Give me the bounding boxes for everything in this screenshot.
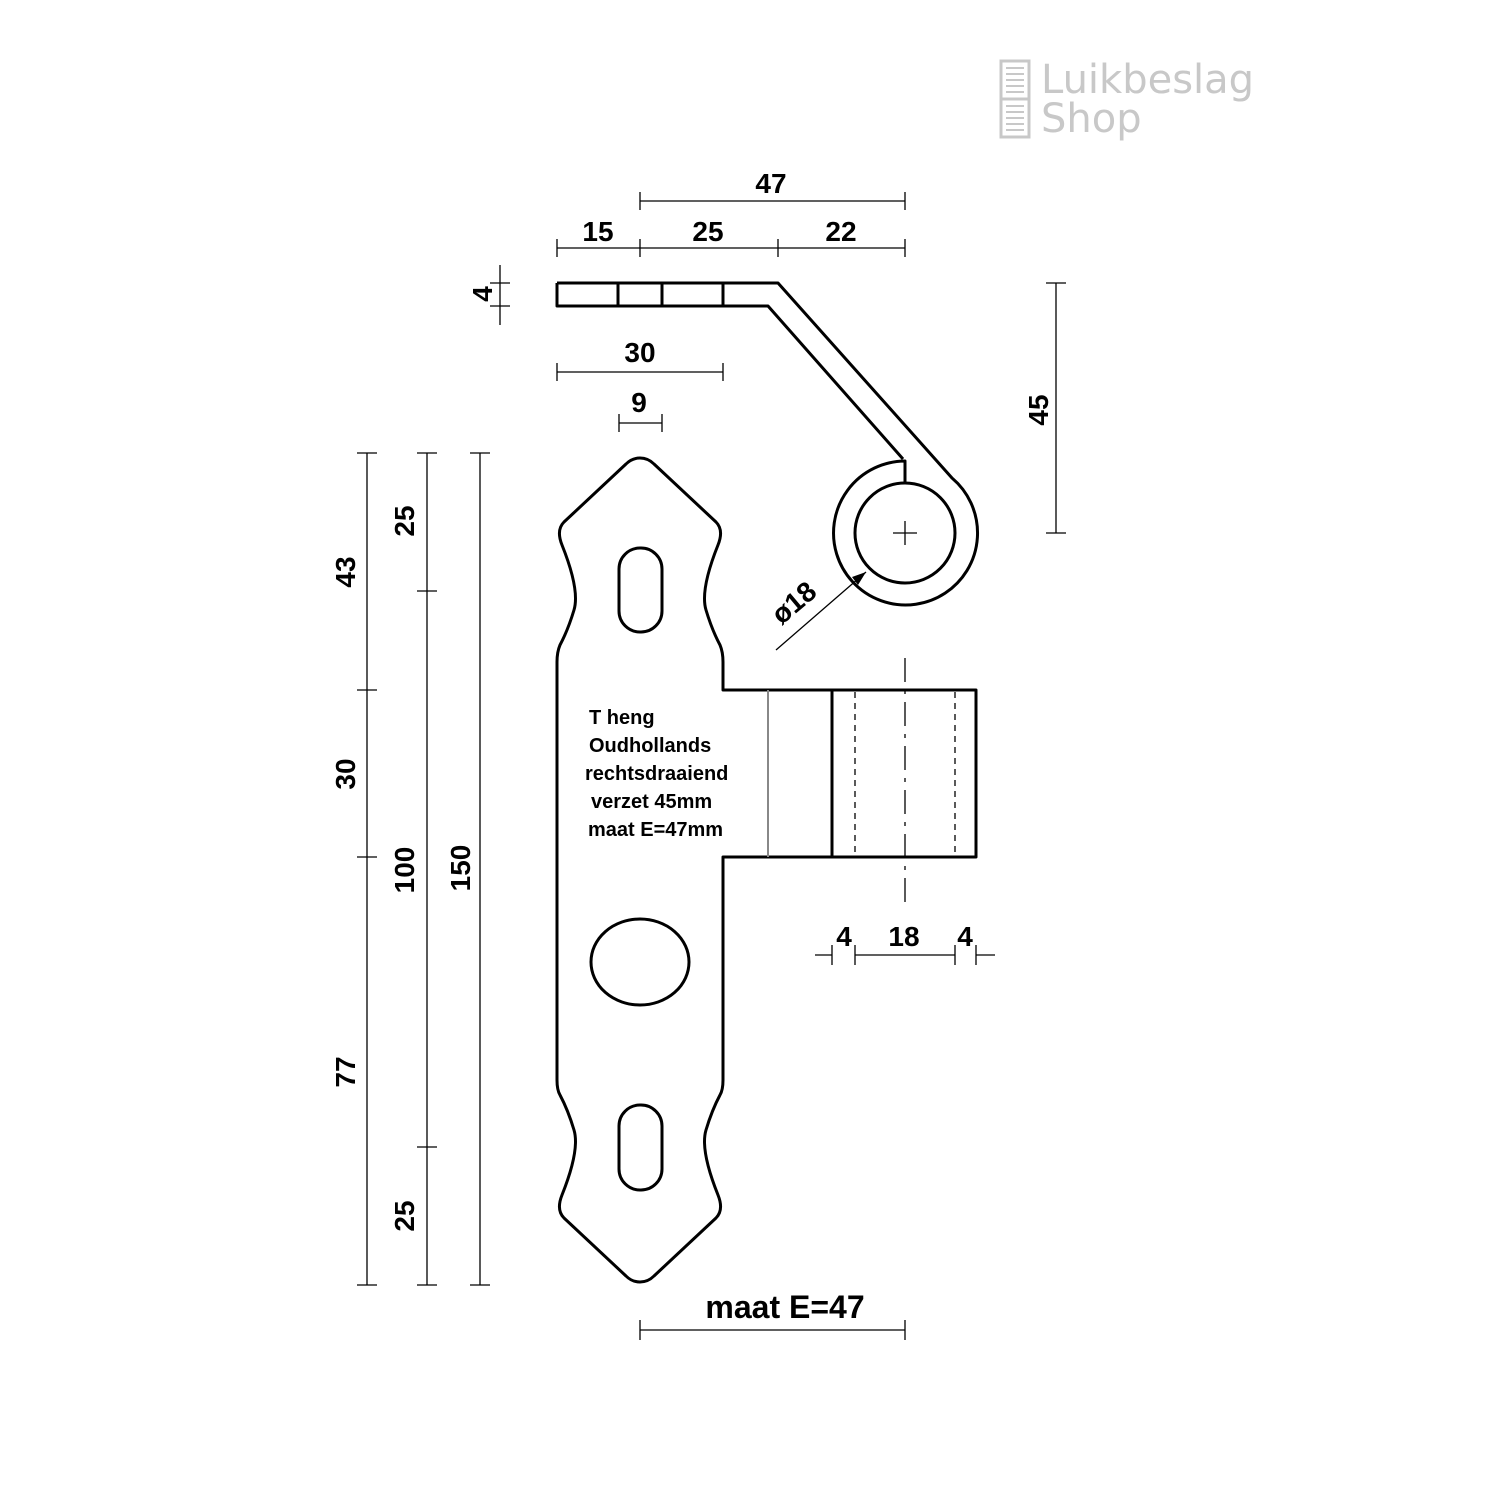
dim-30-left: 30 — [330, 758, 361, 789]
dimension-top: 47 15 25 22 4 30 9 45 — [467, 168, 1066, 534]
dim-25-top: 25 — [389, 505, 420, 536]
dim-30: 30 — [624, 337, 655, 368]
logo-text-line1: Luikbeslag — [1041, 57, 1254, 103]
dim-4-right: 4 — [957, 921, 973, 952]
dimension-left: 43 30 77 25 100 25 150 — [330, 452, 490, 1286]
dimension-bottom: 4 18 4 maat E=47 — [639, 921, 995, 1340]
dim-43: 43 — [330, 556, 361, 587]
dim-4-left: 4 — [836, 921, 852, 952]
dim-45: 45 — [1023, 394, 1054, 425]
dimension-diameter: ø18 — [765, 571, 867, 651]
dim-25: 25 — [692, 216, 723, 247]
maat-e-label: maat E=47 — [705, 1289, 864, 1325]
bottom-slot-hole — [617, 1103, 664, 1192]
dim-18: 18 — [888, 921, 919, 952]
strap-side-view — [555, 281, 980, 607]
dim-22: 22 — [825, 216, 856, 247]
note-line: T heng — [589, 707, 655, 729]
oval-hole — [589, 917, 691, 1007]
logo: Luikbeslag Shop — [999, 57, 1254, 142]
note-line: verzet 45mm — [591, 791, 712, 813]
dim-47: 47 — [755, 168, 786, 199]
note-line: maat E=47mm — [588, 819, 723, 841]
dim-diameter: ø18 — [765, 575, 822, 630]
top-slot-hole — [617, 546, 664, 634]
hinge-plate — [555, 456, 978, 1284]
dim-9: 9 — [631, 387, 647, 418]
dim-100: 100 — [389, 847, 420, 894]
center-cross-icon — [893, 521, 917, 545]
dim-15: 15 — [582, 216, 613, 247]
dim-77: 77 — [330, 1056, 361, 1087]
dim-150: 150 — [445, 845, 476, 892]
description-note: T heng Oudhollands rechtsdraaiend verzet… — [585, 707, 728, 841]
note-line: rechtsdraaiend — [585, 763, 728, 785]
logo-text-line2: Shop — [1041, 96, 1142, 142]
note-line: Oudhollands — [589, 735, 711, 757]
dim-25-bottom: 25 — [389, 1200, 420, 1231]
dim-thickness: 4 — [467, 286, 498, 302]
shutter-logo-icon — [999, 59, 1031, 139]
